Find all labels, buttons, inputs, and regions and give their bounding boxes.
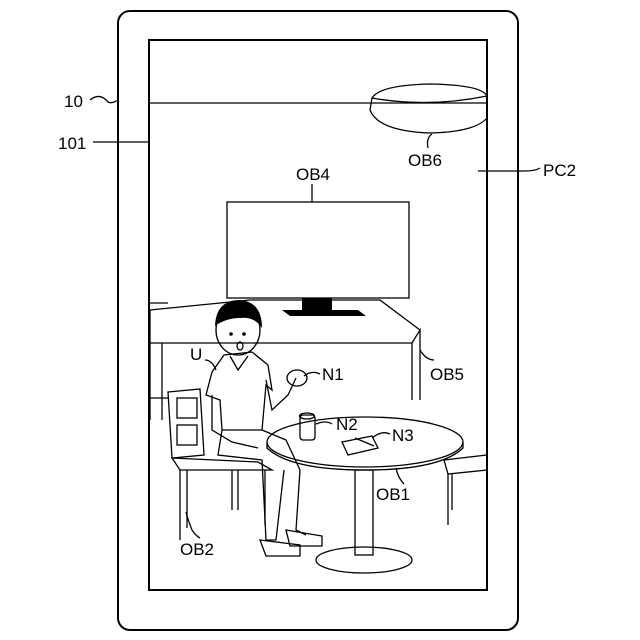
label-phone-note: N3 (392, 426, 414, 445)
label-television: OB4 (296, 165, 330, 184)
leader-n2 (316, 422, 332, 424)
label-screen: 101 (58, 134, 86, 153)
cup (300, 413, 316, 440)
tv-stand (302, 298, 332, 310)
label-hand-note: N1 (322, 365, 344, 384)
label-device: 10 (64, 92, 83, 111)
person (206, 300, 322, 556)
ceiling-light (370, 84, 487, 133)
leader-ob6 (428, 134, 433, 148)
leader-ob1 (396, 468, 404, 484)
label-cup-note: N2 (336, 415, 358, 434)
label-table: OB1 (376, 485, 410, 504)
table (267, 417, 463, 573)
leader-ob2 (186, 512, 200, 538)
leader-n3 (372, 433, 390, 438)
leader-ob5 (420, 350, 434, 360)
label-chair: OB2 (180, 540, 214, 559)
label-captured-image: PC2 (543, 161, 576, 180)
chair (168, 389, 272, 540)
label-ceiling-light: OB6 (408, 151, 442, 170)
television (227, 202, 409, 316)
phone (342, 436, 378, 455)
device-body (118, 11, 518, 630)
label-cabinet: OB5 (430, 365, 464, 384)
chair-right (444, 455, 487, 525)
leader-device (90, 96, 118, 102)
label-user: U (190, 345, 202, 364)
